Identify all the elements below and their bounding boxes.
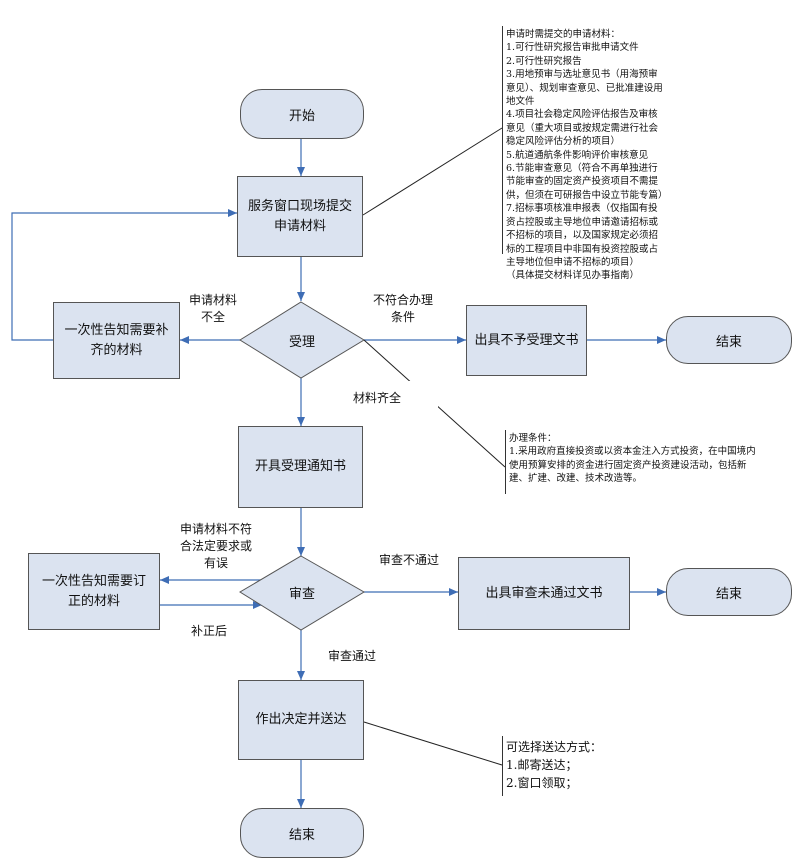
fail-doc-label: 出具审查未通过文书 bbox=[485, 585, 603, 601]
materials-note: 申请时需提交的申请材料： 1.可行性研究报告审批申请文件 2.可行性研究报告 3… bbox=[502, 26, 670, 281]
edge-label-incomplete: 申请材料 不全 bbox=[182, 292, 244, 326]
edge-label-incomplete-line-1: 申请材料 bbox=[188, 293, 237, 307]
materials-note-line: 1.可行性研究报告审批申请文件 bbox=[506, 42, 639, 54]
end-label: 结束 bbox=[715, 334, 742, 350]
submit-materials-box: 服务窗口现场提交 申请材料 bbox=[237, 176, 363, 257]
edge-label-not-legal: 申请材料不符 合法定要求或 有误 bbox=[168, 521, 264, 572]
edge-label-complete: 材料齐全 bbox=[316, 381, 438, 415]
callout-materials-line bbox=[362, 127, 503, 216]
accept-notice-box: 开具受理通知书 bbox=[238, 426, 363, 508]
end-label: 结束 bbox=[288, 827, 315, 843]
start-node: 开始 bbox=[240, 89, 364, 139]
accept-notice-label: 开具受理通知书 bbox=[254, 459, 346, 474]
review-diamond bbox=[239, 555, 365, 631]
conditions-note-line: 办理条件： bbox=[509, 433, 557, 444]
materials-note-line: 6.节能审查意见（符合不再单独进行节能审查的固定资产投资项目不需提供，但须在可研… bbox=[506, 163, 668, 201]
end-node-reject: 结束 bbox=[666, 316, 792, 364]
end-node-final: 结束 bbox=[240, 808, 364, 858]
edge-label-not-legal-line-3: 有误 bbox=[203, 556, 228, 570]
decision-box: 作出决定并送达 bbox=[238, 680, 364, 760]
edge-label-not-qualified: 不符合办理 条件 bbox=[366, 292, 440, 326]
review-diamond-label: 审查 bbox=[288, 586, 315, 602]
submit-line-2: 申请材料 bbox=[273, 218, 326, 234]
notify-incomplete-line-1: 一次性告知需要补 bbox=[64, 322, 169, 338]
start-label: 开始 bbox=[288, 108, 315, 124]
conditions-note-line: 1.采用政府直接投资或以资本金注入方式投资，在中国境内使用预算安排的资金进行固定… bbox=[509, 446, 756, 485]
materials-note-line: （具体提交材料详见办事指南） bbox=[506, 270, 640, 282]
edge-label-review-fail: 审查不通过 bbox=[366, 552, 452, 569]
materials-note-line: 4.项目社会稳定风险评估报告及审核意见（重大项目或按规定需进行社会稳定风险评估分… bbox=[506, 109, 659, 148]
conditions-note: 办理条件： 1.采用政府直接投资或以资本金注入方式投资，在中国境内使用预算安排的… bbox=[505, 430, 767, 494]
arrow-loop-back bbox=[11, 209, 237, 341]
submit-line-1: 服务窗口现场提交 bbox=[247, 198, 352, 214]
edge-label-not-qualified-line-1: 不符合办理 bbox=[372, 293, 433, 307]
accept-diamond-label: 受理 bbox=[288, 334, 315, 350]
notify-correct-box: 一次性告知需要订 正的材料 bbox=[28, 553, 160, 630]
notify-incomplete-line-2: 齐的材料 bbox=[90, 342, 143, 358]
delivery-note-line: 2.窗口领取； bbox=[506, 776, 578, 790]
delivery-note: 可选择送达方式： 1.邮寄送达； 2.窗口领取； bbox=[502, 736, 640, 796]
edge-label-incomplete-line-2: 不全 bbox=[200, 310, 225, 324]
end-node-fail: 结束 bbox=[666, 568, 792, 616]
accept-diamond bbox=[239, 301, 365, 379]
reject-doc-box: 出具不予受理文书 bbox=[466, 305, 587, 376]
edge-label-not-legal-line-1: 申请材料不符 bbox=[179, 522, 252, 536]
fail-doc-box: 出具审查未通过文书 bbox=[458, 557, 630, 630]
materials-note-line: 申请时需提交的申请材料： bbox=[506, 29, 621, 40]
edge-label-after-fix: 补正后 bbox=[180, 623, 238, 640]
materials-note-line: 2.可行性研究报告 bbox=[506, 55, 582, 67]
reject-doc-label: 出具不予受理文书 bbox=[474, 332, 579, 348]
notify-correct-line-1: 一次性告知需要订 bbox=[41, 573, 146, 589]
edge-label-not-legal-line-2: 合法定要求或 bbox=[179, 539, 252, 553]
materials-note-line: 5.航道通航条件影响评价审核意见 bbox=[506, 149, 649, 161]
materials-note-line: 7.招标事项核准申报表（仅指国有投资占控股或主导地位申请邀请招标或不招标的项目，… bbox=[506, 203, 659, 268]
edge-label-not-qualified-line-2: 条件 bbox=[390, 310, 415, 324]
notify-incomplete-box: 一次性告知需要补 齐的材料 bbox=[53, 302, 180, 379]
notify-correct-line-2: 正的材料 bbox=[67, 593, 120, 609]
end-label: 结束 bbox=[715, 586, 742, 602]
decision-label: 作出决定并送达 bbox=[255, 712, 347, 727]
callout-delivery-line bbox=[363, 721, 503, 766]
edge-label-review-pass: 审查通过 bbox=[318, 648, 386, 665]
delivery-note-line: 1.邮寄送达； bbox=[506, 758, 578, 772]
materials-note-line: 3.用地预审与选址意见书（用海预审意见）、规划审查意见、已批准建设用地文件 bbox=[506, 69, 663, 108]
delivery-note-line: 可选择送达方式： bbox=[506, 740, 603, 754]
